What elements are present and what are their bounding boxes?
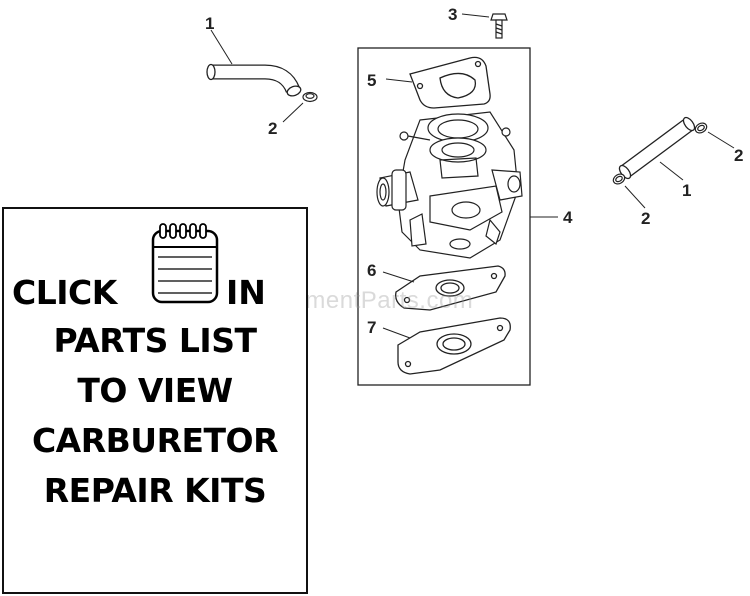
- hose-clamp-right-lower[interactable]: [612, 172, 627, 186]
- leader-line: [624, 185, 646, 209]
- callout-1-right: 1: [682, 181, 691, 200]
- repair-kit-panel[interactable]: CLICK IN PARTS LIST TO VIEW CARBURETOR R…: [2, 207, 308, 594]
- callout-3: 3: [448, 5, 457, 24]
- kit-line-1: PARTS LIST: [53, 321, 257, 360]
- leader-line: [461, 13, 490, 18]
- kit-line-4: REPAIR KITS: [43, 471, 267, 510]
- kit-line-2: TO VIEW: [77, 371, 233, 410]
- callout-4: 4: [563, 208, 573, 227]
- leader-line: [707, 131, 735, 149]
- leader-line: [382, 327, 411, 339]
- callout-2-right-lower: 2: [641, 209, 650, 228]
- hose-clamp[interactable]: [302, 91, 318, 103]
- callout-2-right-upper: 2: [734, 146, 743, 165]
- leader-line: [385, 78, 413, 83]
- in-label: IN: [226, 273, 266, 312]
- leader-line: [382, 271, 415, 283]
- middle-gasket[interactable]: [395, 265, 506, 311]
- callout-7: 7: [367, 318, 376, 337]
- callout-1-top: 1: [205, 14, 214, 33]
- leader-line: [210, 29, 233, 65]
- notepad-icon[interactable]: [150, 221, 220, 305]
- leader-line: [659, 161, 684, 181]
- carburetor[interactable]: [376, 111, 523, 259]
- click-label: CLICK: [12, 273, 117, 312]
- elbow-hose[interactable]: [206, 63, 302, 98]
- bottom-gasket[interactable]: [397, 317, 511, 375]
- top-gasket[interactable]: [409, 56, 491, 109]
- screw[interactable]: [490, 13, 508, 39]
- leader-line: [282, 102, 304, 123]
- hose-clamp-right-upper[interactable]: [694, 121, 709, 135]
- callout-2-top: 2: [268, 119, 277, 138]
- callout-5: 5: [367, 71, 376, 90]
- straight-hose[interactable]: [617, 116, 696, 181]
- callout-6: 6: [367, 261, 376, 280]
- kit-line-3: CARBURETOR: [31, 421, 279, 460]
